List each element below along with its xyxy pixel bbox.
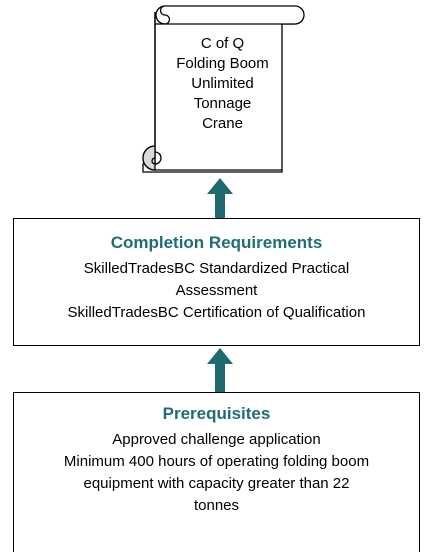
arrow-up-icon <box>207 348 233 392</box>
prerequisite-line: Minimum 400 hours of operating folding b… <box>63 453 370 470</box>
completion-line: Assessment <box>175 282 258 299</box>
certificate-title: C of Q Folding Boom Unlimited Tonnage Cr… <box>155 34 290 134</box>
completion-line: SkilledTradesBC Standardized Practical <box>83 260 350 277</box>
arrow-up-icon <box>207 178 233 218</box>
scroll-shape <box>142 5 305 173</box>
completion-title: Completion Requirements <box>110 233 323 252</box>
certificate-line: Crane <box>202 115 243 132</box>
certificate-line: C of Q <box>200 35 245 52</box>
prerequisite-line: equipment with capacity greater than 22 <box>83 475 350 492</box>
certificate-line: Unlimited <box>191 75 254 92</box>
prerequisites-title: Prerequisites <box>162 404 271 423</box>
certificate-line: Folding Boom <box>176 55 269 72</box>
completion-requirements-box: Completion Requirements SkilledTradesBC … <box>13 218 420 346</box>
prerequisites-box: Prerequisites Approved challenge applica… <box>13 392 420 552</box>
certificate-scroll: C of Q Folding Boom Unlimited Tonnage Cr… <box>135 4 310 179</box>
certificate-line: Tonnage <box>193 95 252 112</box>
prerequisite-line: tonnes <box>193 497 240 514</box>
prerequisite-line: Approved challenge application <box>112 431 321 448</box>
completion-line: SkilledTradesBC Certification of Qualifi… <box>67 304 366 321</box>
